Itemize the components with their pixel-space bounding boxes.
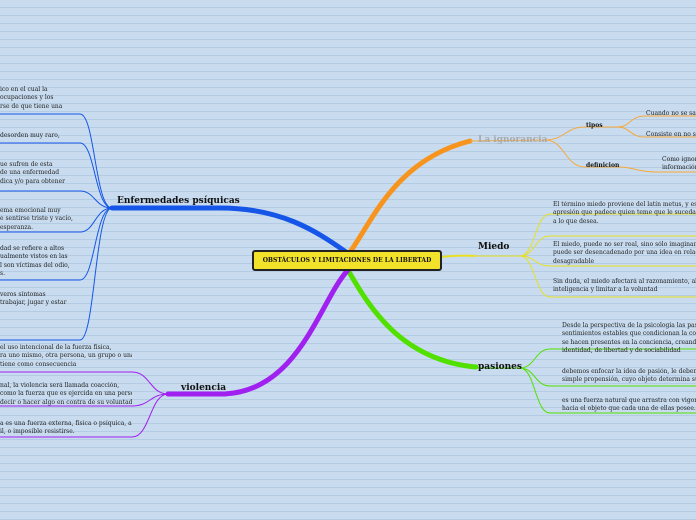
text-line: s. [0,270,5,278]
text-line: rse de que tiene una [0,102,63,110]
text-line: El término miedo proviene del latín metu… [553,201,696,208]
violencia-item-2[interactable]: nal, la violencia será llamada coacción,… [0,382,132,407]
text-line: a es una fuerza externa, física o psíqui… [0,420,132,427]
subtopic-definicion[interactable]: definicion [586,162,620,169]
text-line: Sin duda, el miedo afectará al razonamie… [553,278,696,285]
text-line: ema emocional muy [0,207,61,214]
text-line: de una enfermedad [0,169,60,177]
text-line: sentimientos estables que condicionan la… [562,330,696,338]
text-line: identidad, de libertad y de sociabilidad [562,347,681,355]
branch-pasiones[interactable]: pasiones [478,362,522,372]
text-line: ra uno mismo, otra persona, un grupo o u… [0,352,132,360]
ignorancia-tipo-2[interactable]: Consiste en no sa [646,131,696,138]
enfermedades-item-1[interactable]: ico en el cual la ocupaciones y los rse … [0,86,80,111]
text-line: Como ignor [662,156,696,163]
text-line: inteligencia y limitar a la voluntad [553,286,658,294]
text-line: ualmente vistos en las [0,253,68,261]
text-line: decir o hacer algo en contra de su volun… [0,398,132,406]
subtopic-tipos[interactable]: tipos [586,122,603,129]
text-line: desorden muy raro, [0,132,60,139]
miedo-item-2[interactable]: El miedo, puede no ser real, sino sólo i… [553,241,696,266]
text-line: l son víctimas del odio, [0,261,70,269]
connector-pasiones [345,267,479,370]
branch-enfermedades-psiquicas[interactable]: Enfermedades psíquicas [117,196,240,206]
violencia-item-1[interactable]: el uso intencional de la fuerza física, … [0,344,132,369]
pasiones-item-2[interactable]: debemos enfocar la idea de pasión, le de… [562,368,696,385]
enfermedades-item-5[interactable]: dad se refiere a altos ualmente vistos e… [0,245,80,279]
text-line: puede ser desencadenado por una idea en … [553,249,696,257]
text-line: apresión que padece quien teme que le su… [553,209,696,217]
miedo-item-1[interactable]: El término miedo proviene del latín metu… [553,201,696,226]
text-line: dad se refiere a altos [0,245,65,252]
pasiones-item-3[interactable]: es una fuerza natural que arrastra con v… [562,397,696,414]
connector-ignorancia [347,138,473,255]
text-line: el uso intencional de la fuerza física, [0,344,112,351]
text-line: desagradable [553,257,595,265]
text-line: veros síntomas [0,291,46,298]
branch-miedo[interactable]: Miedo [478,242,510,252]
ignorancia-definicion-text[interactable]: Como ignor información [662,156,696,173]
text-line: El miedo, puede no ser real, sino sólo i… [553,241,696,248]
text-line: como la fuerza que es ejercida en una pe… [0,390,132,398]
text-line: información [662,164,696,172]
violencia-item-3[interactable]: a es una fuerza externa, física o psíqui… [0,420,132,437]
text-line: e sentirse triste y vacío, [0,215,73,223]
branch-ignorancia[interactable]: La ignorancia [478,135,548,145]
text-line: ocupaciones y los [0,94,54,102]
text-line: trabajar, jugar y estar [0,299,67,307]
text-line: Desde la perspectiva de la psicología la… [562,322,696,329]
enfermedades-item-3[interactable]: ue sufren de esta de una enfermedad dica… [0,161,80,186]
text-line: ue sufren de esta [0,161,53,168]
text-line: debemos enfocar la idea de pasión, le de… [562,368,696,375]
miedo-item-3[interactable]: Sin duda, el miedo afectará al razonamie… [553,278,696,295]
enfermedades-item-2[interactable]: desorden muy raro, [0,132,80,140]
central-topic[interactable]: OBSTÁCULOS Y LIMITACIONES DE LA LIBERTAD [252,250,442,271]
ignorancia-tipo-1[interactable]: Cuando no se sab [646,110,696,117]
text-line: es una fuerza natural que arrastra con v… [562,397,696,404]
text-line: tiene como consecuencia [0,360,77,368]
text-line: ico en el cual la [0,86,48,93]
enfermedades-item-6[interactable]: veros síntomas trabajar, jugar y estar [0,291,80,308]
enfermedades-item-4[interactable]: ema emocional muy e sentirse triste y va… [0,207,80,232]
text-line: simple propensión, cuyo objeto determina… [562,376,696,384]
text-line: se hacen presentes en la conciencia, cre… [562,338,696,346]
text-line: nal, la violencia será llamada coacción, [0,382,120,389]
text-line: a lo que desea. [553,217,599,225]
text-line: hacia el objeto que cada una de ellas po… [562,405,696,413]
text-line: il, o imposible resistirse. [0,428,75,436]
text-line: dica y/o para obtener [0,177,66,185]
connector-violencia [165,267,351,397]
connector-enfermedades [109,205,349,255]
text-line: esperanza. [0,223,33,231]
branch-violencia[interactable]: violencia [181,383,227,393]
pasiones-item-1[interactable]: Desde la perspectiva de la psicología la… [562,322,696,356]
